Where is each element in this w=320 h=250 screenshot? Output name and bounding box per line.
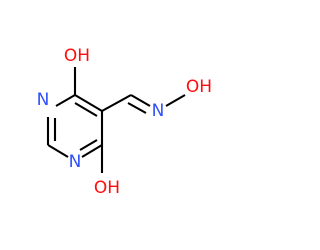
atom-label-o-bottom: OH	[94, 178, 120, 198]
atom-label-n-ring-left: N	[37, 90, 50, 110]
atom-label-n-oxime: N	[152, 101, 165, 121]
atom-labels: OH N N OH N OH	[37, 46, 212, 198]
bond-c4-c5-inner	[74, 102, 98, 117]
bond-n3-c4	[55, 94, 76, 107]
atom-label-o-oxime: OH	[186, 77, 212, 97]
bond-c4-c5	[74, 94, 103, 112]
substituent-bonds	[73, 67, 186, 173]
bond-n1-c2	[47, 144, 69, 158]
atom-label-n-ring-bottom: N	[69, 152, 82, 172]
bond-n-o	[165, 94, 186, 107]
bond-ch-n-inner	[127, 102, 147, 114]
ring-bonds	[46, 94, 104, 158]
bond-c6-n1-inner	[79, 139, 98, 151]
atom-label-o-top: OH	[64, 46, 90, 66]
molecule-structure: OH N N OH N OH	[37, 46, 212, 198]
bond-c6-n1	[81, 144, 103, 158]
bond-c5-ch	[101, 94, 132, 112]
bond-ch-n	[130, 94, 151, 107]
